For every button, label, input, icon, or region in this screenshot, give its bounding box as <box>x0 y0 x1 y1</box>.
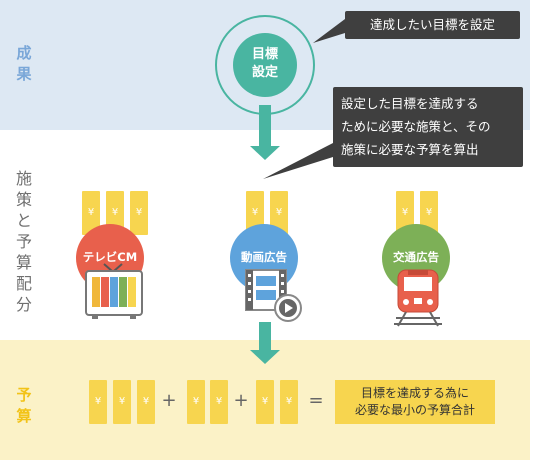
yen-note: ¥ <box>187 380 205 424</box>
section-label-char: 施 <box>15 169 32 188</box>
goal-label-line-1: 目標 <box>251 47 278 62</box>
yen-note: ¥ <box>137 380 155 424</box>
callout-pointer-top <box>313 19 345 43</box>
section-label-budget: 予算 <box>10 385 38 427</box>
yen-note: ¥ <box>420 191 438 235</box>
callout-pointer-middle <box>263 143 333 179</box>
media-label-video: 動画広告 <box>241 250 287 264</box>
media-label-transit: 交通広告 <box>393 250 439 264</box>
section-label-char: 予 <box>16 386 32 404</box>
train-icon <box>394 269 442 327</box>
budget-total-box: 目標を達成する為に 必要な最小の予算合計 <box>335 380 495 424</box>
section-label-result: 成果 <box>10 43 38 85</box>
section-label-allocation: 施策と予算配分 <box>10 168 38 315</box>
callout-calculation-line-3: 施策に必要な予算を算出 <box>341 142 479 157</box>
yen-note: ¥ <box>210 380 228 424</box>
callout-calculation: 設定した目標を達成する ために必要な施策と、その 施策に必要な予算を算出 <box>333 87 523 167</box>
media-label-tv: テレビCM <box>82 250 138 264</box>
yen-note: ¥ <box>113 380 131 424</box>
callout-goal-setting: 達成したい目標を設定 <box>345 11 520 39</box>
callout-calculation-line-1: 設定した目標を達成する <box>341 96 479 111</box>
yen-note: ¥ <box>280 380 298 424</box>
section-label-char: 策 <box>15 190 32 209</box>
section-label-char: 分 <box>15 295 32 314</box>
yen-note: ¥ <box>89 380 107 424</box>
tv-icon <box>85 263 143 319</box>
budget-total-line-1: 目標を達成する為に <box>360 386 469 400</box>
goal-circle: 目標 設定 <box>233 33 297 97</box>
goal-label-line-2: 設定 <box>251 65 278 80</box>
yen-note: ¥ <box>270 191 288 235</box>
arrow-down-2 <box>250 322 280 366</box>
section-label-char: 成 <box>16 44 32 62</box>
yen-note: ¥ <box>130 191 148 235</box>
section-label-char: 算 <box>15 253 32 272</box>
yen-note: ¥ <box>82 191 100 235</box>
budget-total-line-2: 必要な最小の予算合計 <box>354 403 475 417</box>
section-label-char: 果 <box>16 65 32 83</box>
section-label-char: 算 <box>16 407 32 425</box>
section-label-char: 予 <box>15 232 32 251</box>
yen-note: ¥ <box>256 380 274 424</box>
film-icon <box>245 269 302 322</box>
callout-calculation-line-2: ために必要な施策と、その <box>341 119 491 134</box>
equals-sign: = <box>308 390 324 411</box>
plus-sign: + <box>233 390 249 411</box>
section-label-char: と <box>15 211 32 230</box>
plus-sign: + <box>161 390 177 411</box>
arrow-down-1 <box>250 105 280 160</box>
section-label-char: 配 <box>15 274 32 293</box>
play-icon <box>274 294 302 322</box>
